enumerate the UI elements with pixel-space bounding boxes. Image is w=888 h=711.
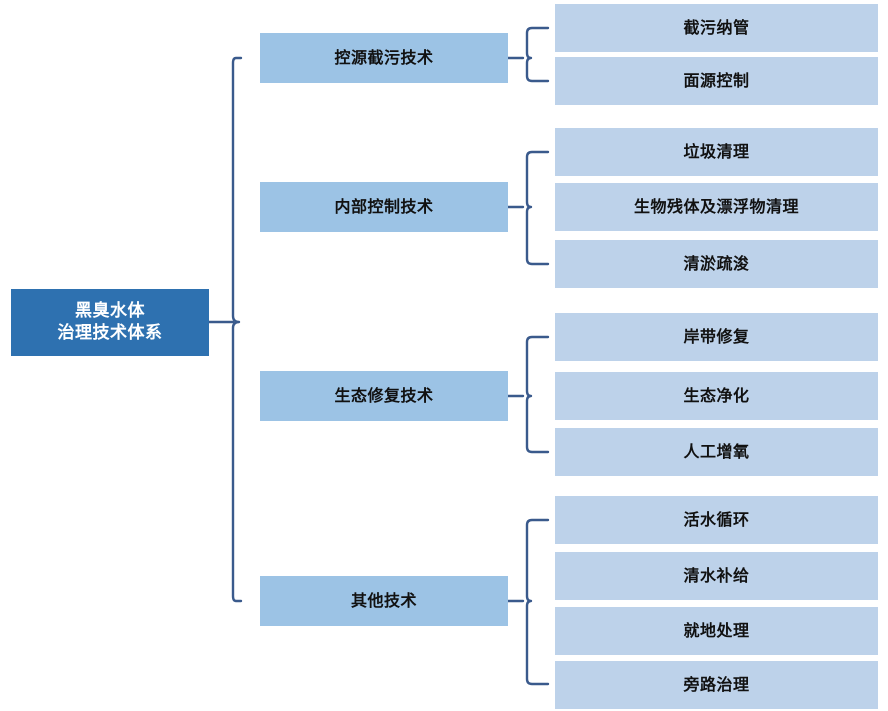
leaf-node-4-2[interactable]: 清水补给	[555, 552, 878, 600]
leaf-node-4-4[interactable]: 旁路治理	[555, 661, 878, 709]
leaf-node-2-1[interactable]: 垃圾清理	[555, 128, 878, 176]
leaf-node-4-1[interactable]: 活水循环	[555, 496, 878, 544]
root-title-line-2: 治理技术体系	[57, 322, 163, 343]
branch-node-4[interactable]: 其他技术	[260, 576, 508, 626]
leaf-node-4-1-label: 活水循环	[683, 510, 750, 529]
leaf-node-3-2[interactable]: 生态净化	[555, 372, 878, 420]
leaf-node-4-3[interactable]: 就地处理	[555, 607, 878, 655]
main-bracket	[231, 56, 243, 603]
leaf-node-2-3[interactable]: 清淤疏浚	[555, 240, 878, 288]
branch-node-1-label: 控源截污技术	[334, 48, 434, 67]
leaf-node-3-2-label: 生态净化	[683, 386, 750, 405]
leaf-node-4-3-label: 就地处理	[683, 621, 750, 640]
leaf-node-3-1[interactable]: 岸带修复	[555, 313, 878, 361]
branch-bracket-1	[525, 26, 550, 83]
branch-node-3[interactable]: 生态修复技术	[260, 371, 508, 421]
leaf-node-3-1-label: 岸带修复	[683, 327, 750, 346]
branch-bracket-2	[525, 150, 550, 266]
leaf-node-1-1-label: 截污纳管	[683, 18, 750, 37]
leaf-node-3-3-label: 人工增氧	[683, 442, 750, 461]
branch-node-1[interactable]: 控源截污技术	[260, 33, 508, 83]
leaf-node-1-1[interactable]: 截污纳管	[555, 4, 878, 52]
root-title-line-1: 黑臭水体	[75, 301, 145, 322]
branch-bracket-3	[525, 335, 550, 454]
branch-node-3-label: 生态修复技术	[334, 386, 434, 405]
leaf-node-4-4-label: 旁路治理	[683, 675, 750, 694]
leaf-node-3-3[interactable]: 人工增氧	[555, 428, 878, 476]
root-node[interactable]: 黑臭水体 治理技术体系	[12, 290, 208, 355]
leaf-node-4-2-label: 清水补给	[683, 566, 750, 585]
branch-node-2-label: 内部控制技术	[334, 197, 434, 216]
leaf-node-2-2[interactable]: 生物残体及漂浮物清理	[555, 183, 878, 231]
leaf-node-2-1-label: 垃圾清理	[683, 142, 750, 161]
branch-node-2[interactable]: 内部控制技术	[260, 182, 508, 232]
leaf-node-2-3-label: 清淤疏浚	[683, 254, 750, 273]
branch-node-4-label: 其他技术	[350, 591, 417, 610]
leaf-node-1-2[interactable]: 面源控制	[555, 57, 878, 105]
leaf-node-1-2-label: 面源控制	[683, 71, 750, 90]
branch-bracket-4	[525, 518, 550, 686]
leaf-node-2-2-label: 生物残体及漂浮物清理	[633, 197, 799, 216]
